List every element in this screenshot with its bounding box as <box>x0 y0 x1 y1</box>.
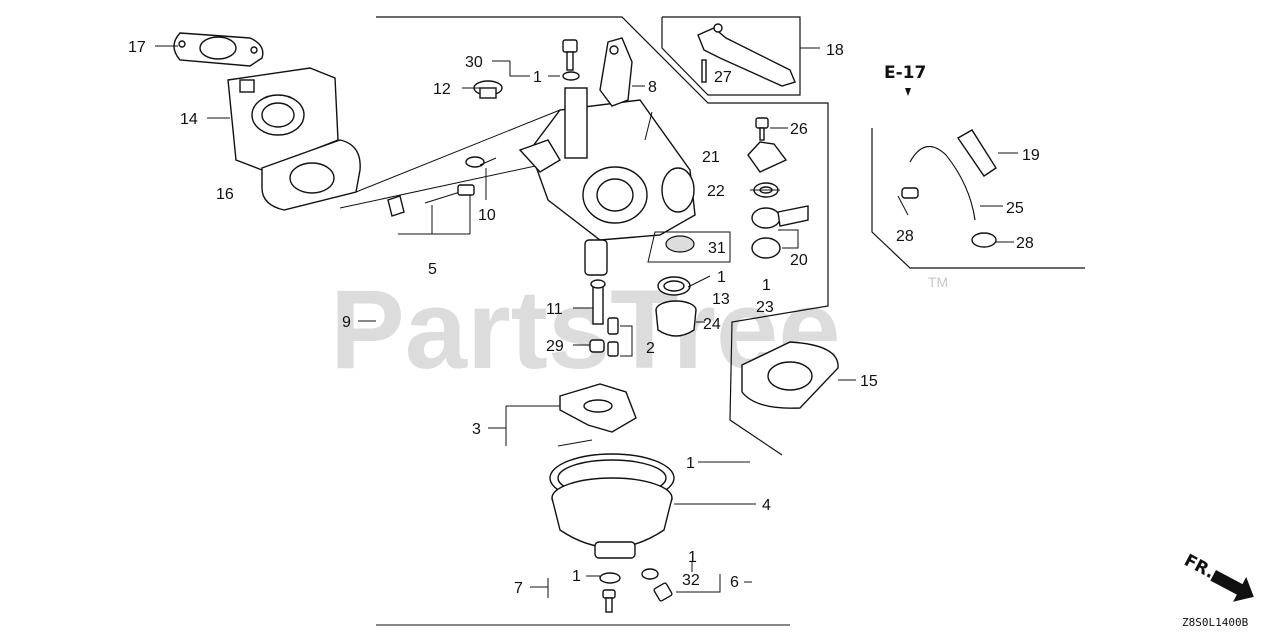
part-11-jet-holder <box>590 279 606 325</box>
callout-27: 27 <box>714 69 732 86</box>
callout-24: 24 <box>703 316 721 333</box>
callout-1-top: 1 <box>533 69 542 86</box>
part-13-o-ring <box>657 276 691 296</box>
callout-3: 3 <box>472 421 481 438</box>
frame-lines <box>376 16 1085 626</box>
callout-15: 15 <box>860 373 878 390</box>
callout-26: 26 <box>790 121 808 138</box>
part-28-clip-right <box>971 232 997 248</box>
part-3-float <box>557 383 637 447</box>
part-19-fuel-tube <box>956 129 997 177</box>
callout-23: 23 <box>756 299 774 316</box>
callouts: 17 14 16 30 1 12 8 10 5 18 27 26 21 22 2… <box>128 39 1040 597</box>
callout-2: 2 <box>646 340 655 357</box>
part-12-cap <box>473 80 503 99</box>
part-8-bracket <box>599 37 633 107</box>
callout-16: 16 <box>216 186 234 203</box>
callout-32: 32 <box>682 572 700 589</box>
callout-30: 30 <box>465 54 483 71</box>
part-20-accelerator <box>751 205 809 259</box>
callout-9: 9 <box>342 314 351 331</box>
watermark-trademark: TM <box>928 274 948 290</box>
part-32-drain-screw <box>641 568 673 602</box>
callout-12: 12 <box>433 81 451 98</box>
callout-21: 21 <box>702 149 720 166</box>
callout-28-right: 28 <box>1016 235 1034 252</box>
callout-11: 11 <box>546 301 563 318</box>
part-4-float-chamber <box>551 477 673 559</box>
callout-4: 4 <box>762 497 771 514</box>
callout-7: 7 <box>514 580 523 597</box>
callout-22: 22 <box>707 183 725 200</box>
part-28-clip-left <box>901 187 919 199</box>
part-2-jet-set <box>607 317 619 357</box>
part-30-screw <box>562 39 580 81</box>
callout-10: 10 <box>478 207 496 224</box>
part-5-pilot-screw <box>387 184 475 217</box>
callout-8: 8 <box>648 79 657 96</box>
part-26-screw <box>755 117 769 141</box>
callout-14: 14 <box>180 111 198 128</box>
part-carburetor-body <box>518 87 696 276</box>
part-14-insulator <box>227 67 339 171</box>
section-arrow <box>905 88 911 96</box>
front-direction-arrow: FR. <box>1181 551 1254 602</box>
callout-1-right: 1 <box>717 269 726 286</box>
callout-31: 31 <box>708 240 726 257</box>
callout-1-bottom: 1 <box>572 568 581 585</box>
callout-6: 6 <box>730 574 739 591</box>
part-18-throttle-lever <box>697 23 796 87</box>
part-7-drain-bolt <box>599 572 621 613</box>
callout-1-bottom-right: 1 <box>688 549 697 566</box>
section-reference: E-17 <box>884 63 926 83</box>
callout-17: 17 <box>128 39 146 56</box>
callout-1-gasket: 1 <box>686 455 695 472</box>
part-31-diaphragm <box>647 231 731 263</box>
callout-1-far-right: 1 <box>762 277 771 294</box>
callout-5: 5 <box>428 261 437 278</box>
part-25-fuel-hose <box>909 146 976 221</box>
leader-lines <box>155 45 1018 598</box>
callout-29: 29 <box>546 338 564 355</box>
part-10-screw <box>465 156 497 168</box>
part-21-cover <box>747 141 788 173</box>
part-24-float-valve <box>655 300 697 337</box>
callout-20: 20 <box>790 252 808 269</box>
callout-18: 18 <box>826 42 844 59</box>
callout-19: 19 <box>1022 147 1040 164</box>
diagram-code: Z8S0L1400B <box>1182 616 1249 629</box>
part-16-gasket <box>261 109 561 211</box>
callout-13: 13 <box>712 291 730 308</box>
callout-28-left: 28 <box>896 228 914 245</box>
part-27-pin <box>701 59 707 83</box>
part-29-main-jet <box>589 339 605 353</box>
callout-25: 25 <box>1006 200 1024 217</box>
part-17-gasket <box>173 32 264 67</box>
part-15-gasket <box>741 341 839 409</box>
